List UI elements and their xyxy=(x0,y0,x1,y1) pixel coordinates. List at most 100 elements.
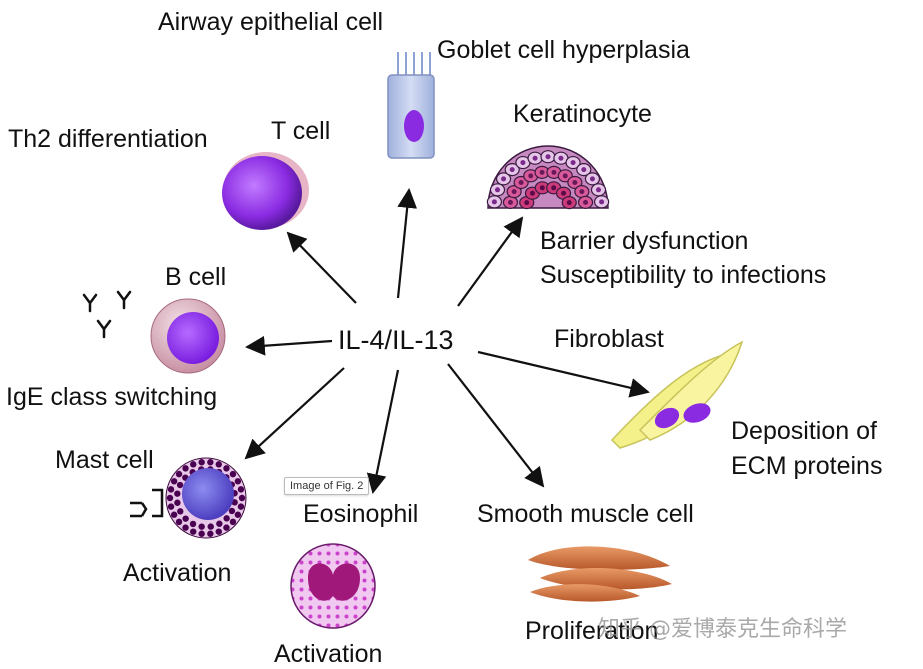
keratinocyte-nucleus xyxy=(595,187,601,193)
mast-granule xyxy=(234,478,242,485)
keratinocyte-nucleus xyxy=(589,176,595,182)
keratinocyte-nucleus xyxy=(570,160,576,166)
mast-granule xyxy=(229,518,237,526)
mast-granule xyxy=(229,470,237,478)
keratinocyte-nucleus xyxy=(551,169,557,175)
keratinocyte-nucleus xyxy=(545,154,551,160)
keratinocyte-nucleus xyxy=(495,187,501,193)
mast-granule xyxy=(167,486,175,493)
label-mast-cell: Mast cell xyxy=(55,446,154,474)
mast-granule xyxy=(223,465,230,472)
mast-granule xyxy=(190,461,197,468)
mast-granule xyxy=(174,490,181,497)
mast-granule xyxy=(198,530,205,537)
keratinocyte-nucleus xyxy=(562,173,568,179)
mast-cell-graphic xyxy=(130,457,247,539)
label-th2-differentiation: Th2 differentiation xyxy=(8,125,208,153)
mast-granule xyxy=(223,524,230,531)
keratinocyte-nucleus xyxy=(511,189,517,195)
label-ecm-proteins: ECM proteins xyxy=(731,452,883,480)
keratinocyte-nucleus xyxy=(566,200,572,206)
keratinocyte-nucleus xyxy=(501,176,507,182)
arrow-to-airway xyxy=(396,188,418,299)
mast-granule xyxy=(174,499,181,506)
mast-granule xyxy=(177,508,184,515)
mast-granule xyxy=(182,465,189,472)
keratinocyte-nucleus xyxy=(507,199,513,205)
mast-granule xyxy=(234,511,242,518)
mast-granule xyxy=(176,481,184,489)
antibody-icons xyxy=(82,290,132,339)
keratinocyte-nucleus xyxy=(572,179,578,185)
arrows xyxy=(244,188,650,494)
mast-granule xyxy=(190,528,197,535)
mast-granule xyxy=(207,530,214,537)
fibroblast-graphic xyxy=(610,340,744,449)
label-susceptibility-to-infections: Susceptibility to infections xyxy=(540,261,827,289)
mast-granule xyxy=(182,524,189,531)
mast-granule xyxy=(189,520,197,528)
arrow-to-eosinophil xyxy=(366,369,400,494)
arrow-to-smooth-muscle xyxy=(447,363,545,488)
keratinocyte-nucleus xyxy=(539,185,545,191)
keratinocyte-nucleus xyxy=(581,167,587,173)
keratinocyte-nucleus xyxy=(524,200,530,206)
mast-granule xyxy=(170,478,178,485)
mast-granule xyxy=(238,494,246,502)
keratinocyte-nucleus xyxy=(491,199,497,205)
keratinocyte-nucleus xyxy=(599,199,605,205)
label-goblet-cell-hyperplasia: Goblet cell hyperplasia xyxy=(437,36,690,64)
label-fibroblast: Fibroblast xyxy=(554,325,664,353)
mast-granule xyxy=(237,503,245,510)
keratinocyte-nucleus xyxy=(532,155,538,161)
arrow-to-b-cell xyxy=(245,335,333,356)
arrow-to-mast-cell xyxy=(244,367,345,460)
label-mast-activation: Activation xyxy=(123,559,232,587)
label-eosinophil-activation: Activation xyxy=(274,640,383,668)
mast-granule xyxy=(228,507,236,515)
receptor-icons xyxy=(130,488,164,518)
keratinocyte-graphic xyxy=(486,145,610,210)
mast-granule xyxy=(182,515,189,522)
keratinocyte-nucleus xyxy=(518,179,524,185)
label-smooth-muscle-cell: Smooth muscle cell xyxy=(477,500,694,528)
airway-epithelial-cell-graphic xyxy=(387,52,435,159)
mast-granule xyxy=(198,523,205,530)
label-proliferation: Proliferation xyxy=(525,617,659,645)
arrow-to-keratinocyte xyxy=(457,216,524,307)
arrow-to-fibroblast xyxy=(477,350,650,398)
image-tooltip: Image of Fig. 2 xyxy=(284,477,370,495)
eosinophil-graphic xyxy=(290,543,376,629)
mast-granule xyxy=(175,470,183,478)
keratinocyte-nucleus xyxy=(539,169,545,175)
keratinocyte-nucleus xyxy=(583,199,589,205)
label-t-cell: T cell xyxy=(271,117,331,145)
keratinocyte-nucleus xyxy=(529,190,535,196)
mast-granule xyxy=(216,520,223,527)
t-cell-graphic xyxy=(222,152,309,230)
label-barrier-dysfunction: Barrier dysfunction xyxy=(540,227,749,255)
smooth-muscle-graphic xyxy=(528,546,672,602)
center-label-il4-il13: IL-4/IL-13 xyxy=(338,325,454,355)
mast-granule xyxy=(207,459,214,466)
mast-granule xyxy=(215,528,222,535)
label-keratinocyte: Keratinocyte xyxy=(513,100,652,128)
keratinocyte-nucleus xyxy=(579,189,585,195)
keratinocyte-nucleus xyxy=(520,160,526,166)
mast-granule xyxy=(237,486,245,493)
label-airway-epithelial-cell: Airway epithelial cell xyxy=(158,8,384,36)
keratinocyte-nucleus xyxy=(558,155,564,161)
label-deposition-of: Deposition of xyxy=(731,417,877,445)
mast-granule xyxy=(167,503,175,510)
label-b-cell: B cell xyxy=(165,263,227,291)
keratinocyte-nucleus xyxy=(561,190,567,196)
keratinocyte-nucleus xyxy=(528,173,534,179)
watermark: 知乎 @爱博泰克生命科学 xyxy=(598,617,847,642)
mast-granule xyxy=(215,461,222,468)
mast-granule xyxy=(166,494,174,502)
mast-granule xyxy=(175,518,183,526)
arrow-to-t-cell xyxy=(286,231,357,304)
label-eosinophil: Eosinophil xyxy=(303,500,419,528)
mast-granule xyxy=(198,459,205,466)
